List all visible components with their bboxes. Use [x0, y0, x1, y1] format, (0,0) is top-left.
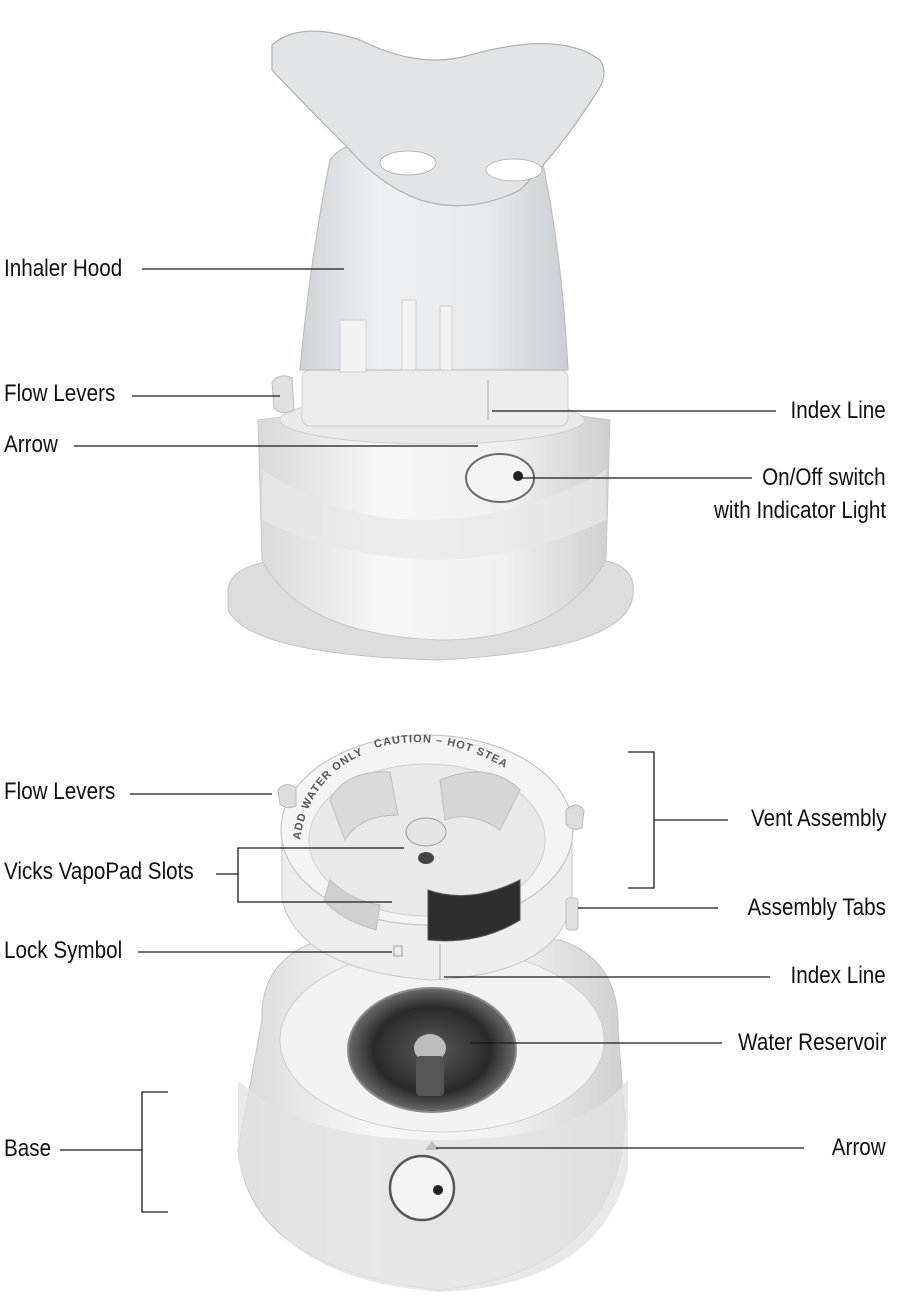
- reservoir-heater-post: [414, 1034, 446, 1062]
- label-switch-line1: On/Off switch: [762, 464, 886, 491]
- vent-center-hole: [418, 852, 434, 864]
- top-base-swoosh: [262, 470, 606, 560]
- bottom-onoff-switch: [388, 1154, 456, 1222]
- label-water-reservoir: Water Reservoir: [737, 1029, 886, 1056]
- label-lock-symbol: Lock Symbol: [4, 937, 123, 964]
- label-flow-levers-top: Flow Levers: [4, 380, 116, 407]
- vapopad-slot: [329, 771, 399, 842]
- label-assembly-tabs: Assembly Tabs: [747, 894, 886, 921]
- label-inhaler-hood: Inhaler Hood: [4, 255, 123, 282]
- label-arrow-bottom: Arrow: [832, 1134, 886, 1161]
- top-indicator-light: [513, 471, 523, 481]
- label-switch-line2: with Indicator Light: [713, 497, 886, 524]
- bottom-flow-lever: [277, 784, 297, 809]
- label-base: Base: [4, 1135, 52, 1162]
- top-vent-ring: [301, 369, 569, 427]
- bottom-indicator-light: [433, 1185, 443, 1195]
- vapopad-slot: [439, 771, 521, 831]
- label-index-line-bottom: Index Line: [790, 962, 886, 989]
- hood-inner-post: [439, 305, 453, 371]
- top-device: [227, 30, 634, 661]
- reservoir-heater-stem: [416, 1056, 444, 1096]
- assembly-tab: [565, 897, 579, 931]
- bottom-flow-lever-right: [565, 804, 585, 830]
- label-index-line-top: Index Line: [790, 397, 886, 424]
- mask-opening: [379, 150, 437, 176]
- vapopad-slot: [427, 879, 521, 942]
- label-vapopad-slots: Vicks VapoPad Slots: [4, 858, 194, 885]
- vent-center-nozzle: [405, 817, 447, 847]
- label-arrow-top: Arrow: [4, 431, 58, 458]
- hood-inner-post: [339, 319, 367, 373]
- label-flow-levers-bottom: Flow Levers: [4, 778, 116, 805]
- mask-opening: [485, 158, 543, 182]
- leader-base-bracket: [141, 1091, 168, 1213]
- vapopad-slot: [323, 879, 381, 931]
- hood-face-mask: [271, 30, 605, 207]
- lock-symbol-mark: [393, 945, 403, 957]
- leader-vapopad-bracket: [237, 847, 404, 903]
- top-flow-lever: [271, 375, 295, 414]
- hood-inner-post: [401, 299, 417, 371]
- leader-lines: [60, 268, 804, 1213]
- leader-vent-bracket: [628, 751, 655, 889]
- bottom-arrow-mark: [425, 1141, 439, 1150]
- label-vent-assembly: Vent Assembly: [750, 805, 886, 832]
